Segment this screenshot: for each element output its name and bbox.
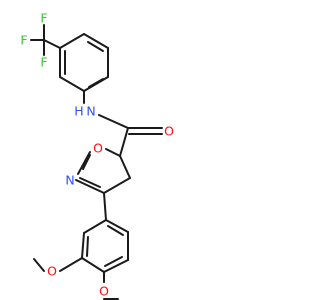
molecule-structure: F F F N H O O N O O [20, 11, 174, 300]
bond-lines [30, 24, 163, 300]
atom-label-methoxy-oxygen-3: O [47, 264, 57, 279]
atom-label-amide-hydrogen: H [74, 104, 83, 119]
atom-labels: F F F N H O O N O O [20, 11, 174, 299]
atom-label-carbonyl-oxygen: O [164, 124, 174, 139]
atom-label-fluorine-bottom: F [40, 55, 47, 70]
atom-label-ring-nitrogen: N [65, 173, 74, 188]
atom-label-methoxy-oxygen-4: O [99, 284, 109, 299]
atom-label-ring-oxygen: O [93, 141, 103, 156]
atom-label-fluorine-top: F [40, 11, 47, 26]
atom-label-amide-nitrogen: N [86, 104, 95, 119]
atom-label-fluorine-left: F [20, 33, 27, 48]
